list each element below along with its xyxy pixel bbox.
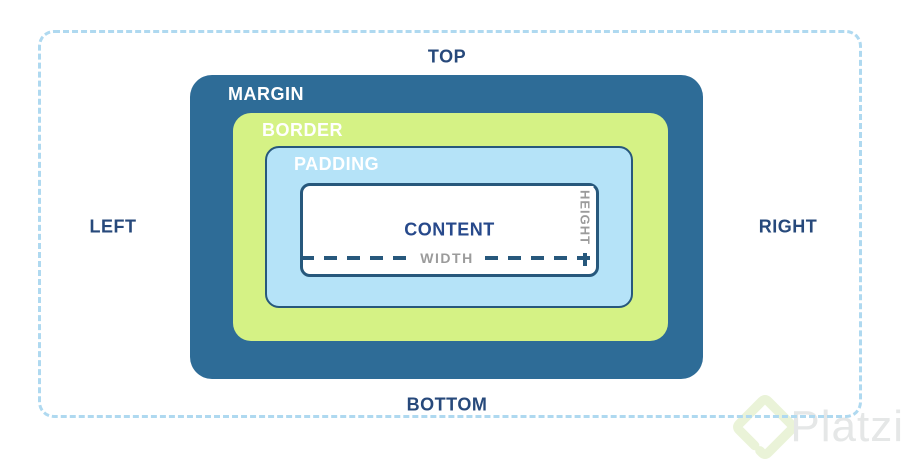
margin-box: MARGIN BORDER PADDING CONTENT	[190, 75, 703, 379]
viewport-dashed-outline	[38, 30, 862, 418]
label-right: RIGHT	[758, 216, 818, 237]
height-dimension-label: HEIGHT	[576, 186, 594, 250]
width-dimension-label: WIDTH	[409, 249, 485, 267]
label-top: TOP	[427, 46, 467, 67]
label-left: LEFT	[89, 216, 137, 237]
border-box: BORDER PADDING CONTENT	[233, 113, 668, 341]
border-label: BORDER	[262, 120, 344, 140]
label-bottom: BOTTOM	[406, 394, 488, 415]
platzi-logo-icon	[733, 395, 798, 459]
margin-label: MARGIN	[228, 84, 304, 104]
padding-label: PADDING	[294, 154, 380, 174]
content-label: CONTENT	[404, 219, 495, 240]
